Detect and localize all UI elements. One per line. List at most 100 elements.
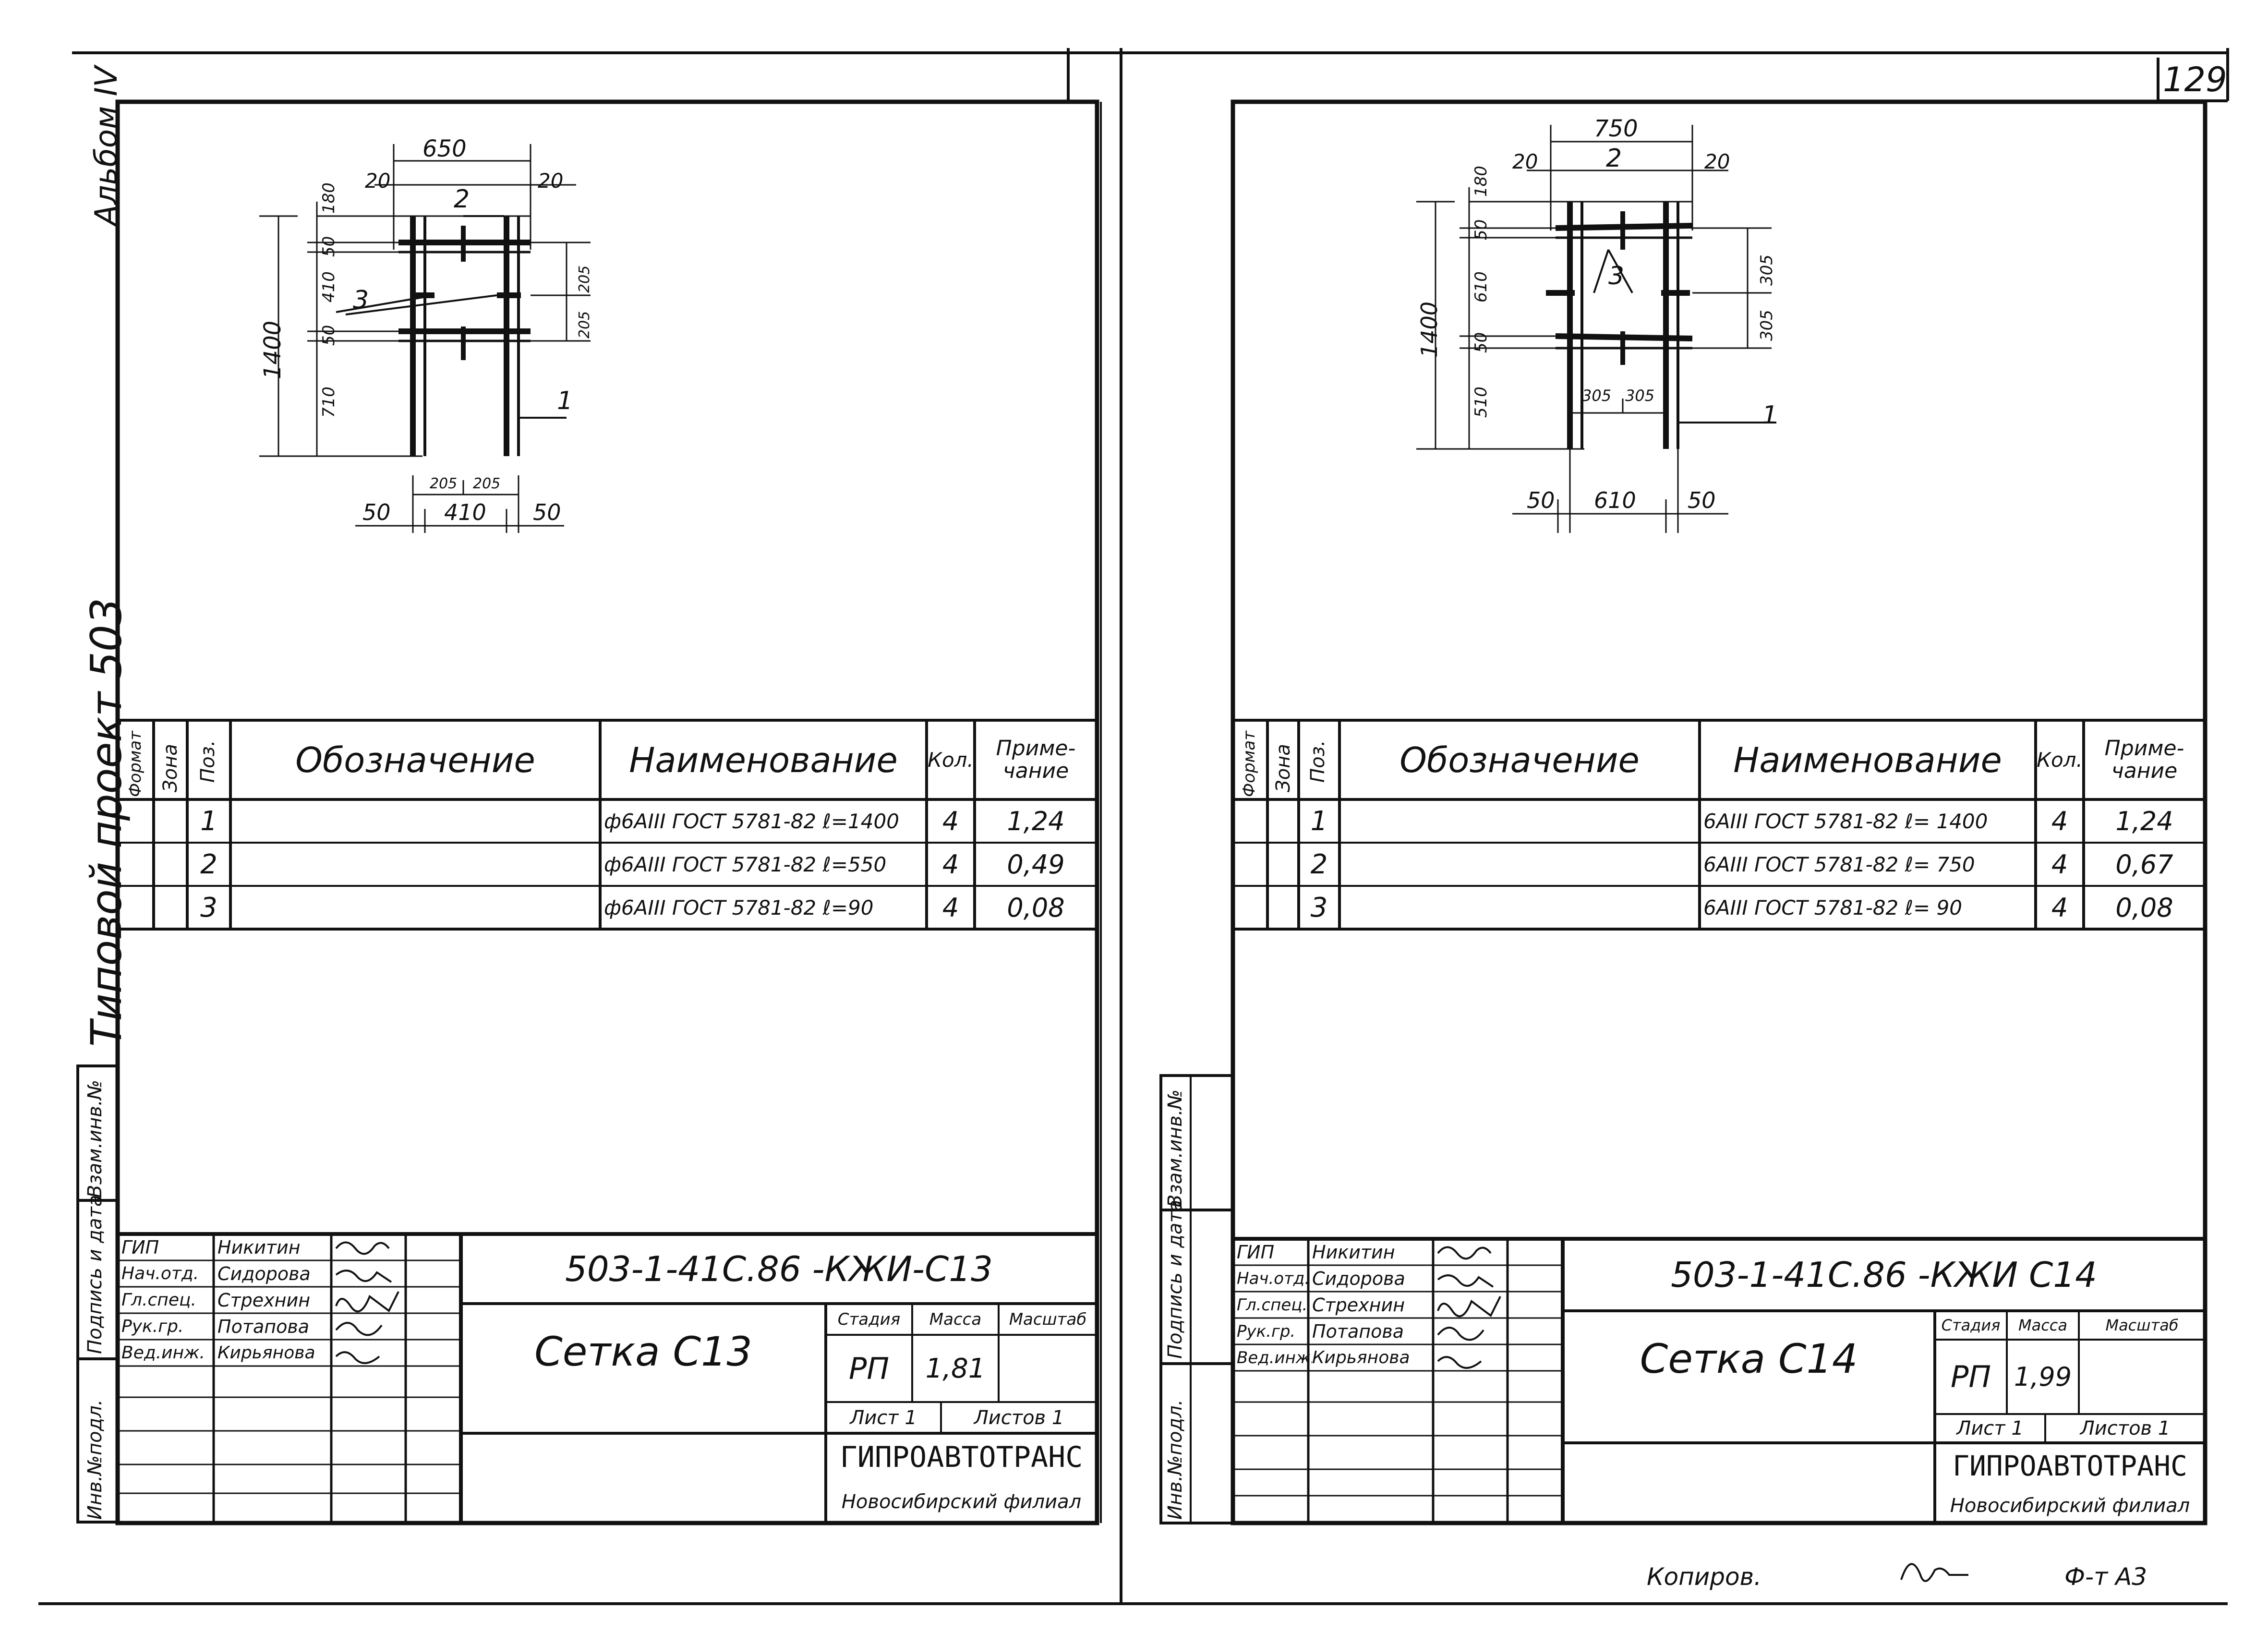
person-2-r: Стрехнин [1312, 1294, 1405, 1316]
dim-v-180: 180 [319, 182, 338, 214]
row3-poz: 3 [200, 892, 217, 923]
massa-value: 1,81 [925, 1353, 986, 1384]
list-label: Лист 1 [850, 1406, 917, 1429]
doc-name: Сетка С13 [534, 1328, 752, 1375]
massa-label: Масса [929, 1309, 982, 1329]
person-2: Стрехнин [217, 1289, 311, 1311]
org-branch: Новосибирский филиал [841, 1490, 1082, 1513]
row3-kol-r: 4 [2051, 892, 2068, 923]
row2-kol-r: 4 [2051, 849, 2068, 880]
role-0: ГИП [121, 1236, 159, 1258]
pos-3-label: 3 [353, 286, 369, 314]
role-2: Гл.спец. [121, 1290, 196, 1310]
role-1-r: Нач.отд. [1237, 1269, 1310, 1288]
row3-prim: 0,08 [1007, 892, 1065, 923]
dim-right-20: 20 [538, 169, 564, 193]
dim-v-50a-r: 50 [1472, 219, 1491, 240]
row3-prim-r: 0,08 [2115, 892, 2173, 923]
signatures [335, 1241, 1968, 1582]
dim-b-50a: 50 [362, 499, 391, 525]
dim-v-710: 710 [319, 387, 338, 418]
dim-left-20: 20 [365, 169, 391, 193]
row2-naim-r: 6АIII ГОСТ 5781-82 ℓ= 750 [1703, 852, 1975, 876]
pos-2-label-r: 2 [1606, 144, 1622, 173]
masshtab-label-r: Масштаб [2105, 1316, 2179, 1334]
person-4: Кирьянова [217, 1343, 315, 1363]
dim-height-total: 1400 [259, 320, 286, 379]
hdr-naimenovanie-r: Наименование [1733, 739, 2002, 780]
pos-1-label-r: 1 [1762, 401, 1778, 430]
hdr-zona: Зона [159, 744, 181, 792]
role-0-r: ГИП [1237, 1241, 1275, 1263]
dim-b-305b-r: 305 [1625, 387, 1655, 405]
org-branch-r: Новосибирский филиал [1950, 1495, 2190, 1517]
dim-v-180-r: 180 [1472, 166, 1491, 197]
row3-poz-r: 3 [1310, 892, 1328, 923]
doc-code: 503-1-41С.86 -КЖИ-С13 [565, 1248, 993, 1289]
row1-kol: 4 [942, 806, 959, 836]
dim-v-305a-r: 305 [1757, 254, 1776, 286]
row1-kol-r: 4 [2051, 806, 2068, 836]
row3-naim: ф6АIII ГОСТ 5781-82 ℓ=90 [604, 895, 874, 919]
dim-v-50a: 50 [319, 236, 338, 257]
dim-b-305a-r: 305 [1582, 387, 1612, 405]
dim-b-205b: 205 [473, 475, 501, 492]
side-inv-podl: Инв.№подл. [84, 1399, 106, 1520]
role-4: Вед.инж. [121, 1343, 205, 1363]
row1-poz: 1 [200, 805, 217, 837]
doc-code-r: 503-1-41С.86 -КЖИ С14 [1671, 1255, 2097, 1295]
dim-v-410: 410 [319, 271, 338, 302]
hdr-zona-r: Зона [1272, 744, 1294, 792]
dim-v-610-r: 610 [1472, 271, 1491, 302]
role-1: Нач.отд. [121, 1264, 199, 1283]
doc-name-r: Сетка С14 [1640, 1335, 1858, 1382]
hdr-kol-r: Кол. [2037, 748, 2083, 772]
dim-b-50a-r: 50 [1527, 487, 1555, 513]
row1-naim: ф6АIII ГОСТ 5781-82 ℓ=1400 [604, 809, 899, 833]
row2-poz-r: 2 [1310, 848, 1328, 880]
stadia-value-r: РП [1950, 1359, 1991, 1394]
side-podpis-data: Подпись и дата [84, 1195, 106, 1354]
person-3: Потапова [217, 1316, 310, 1337]
hdr-format-r: Формат [1240, 731, 1259, 797]
stadia-label: Стадия [837, 1309, 901, 1329]
stadia-value: РП [848, 1351, 889, 1386]
project-label: Типовой проект 503 [82, 598, 131, 1047]
mesh-c14-drawing [1416, 125, 1776, 533]
stadia-label-r: Стадия [1941, 1316, 2001, 1334]
hdr-kol: Кол. [928, 748, 974, 772]
row2-kol: 4 [942, 849, 959, 880]
hdr-naimenovanie: Наименование [629, 739, 898, 780]
hdr-poz-r: Поз. [1307, 740, 1329, 783]
side-inv-podl-right: Инв.№подл. [1164, 1399, 1186, 1520]
person-4-r: Кирьянова [1312, 1348, 1410, 1367]
person-1: Сидорова [217, 1263, 311, 1284]
row2-prim: 0,49 [1007, 849, 1065, 880]
pos-3-label-r: 3 [1608, 262, 1625, 290]
pos-2-label: 2 [454, 185, 470, 214]
hdr-primechanie-r: Приме-чание [2104, 736, 2184, 783]
mesh-c13-drawing [259, 144, 591, 533]
row2-poz: 2 [200, 848, 217, 880]
hdr-primechanie: Приме-чание [996, 736, 1076, 783]
dim-left-20-r: 20 [1512, 150, 1538, 173]
dim-b-410: 410 [444, 499, 486, 525]
row1-poz-r: 1 [1310, 805, 1328, 837]
org-name: ГИПРОАВТОТРАНС [840, 1440, 1083, 1474]
dim-height-total-r: 1400 [1416, 301, 1442, 358]
dim-width-total-r: 750 [1594, 115, 1638, 142]
dim-width-total: 650 [422, 135, 467, 162]
role-2-r: Гл.спец. [1237, 1295, 1308, 1315]
dim-b-205a: 205 [430, 475, 458, 492]
row3-kol: 4 [942, 892, 959, 923]
album-label: Альбом IV [89, 66, 124, 226]
dim-v-205a: 205 [576, 265, 593, 293]
role-3: Рук.гр. [121, 1317, 184, 1336]
hdr-oboznachenie: Обозначение [295, 739, 535, 780]
massa-label-r: Масса [2018, 1316, 2067, 1334]
dim-v-50b-r: 50 [1472, 332, 1491, 353]
dim-v-305b-r: 305 [1757, 310, 1776, 341]
hdr-format: Формат [126, 731, 145, 797]
org-name-r: ГИПРОАВТОТРАНС [1953, 1449, 2187, 1482]
